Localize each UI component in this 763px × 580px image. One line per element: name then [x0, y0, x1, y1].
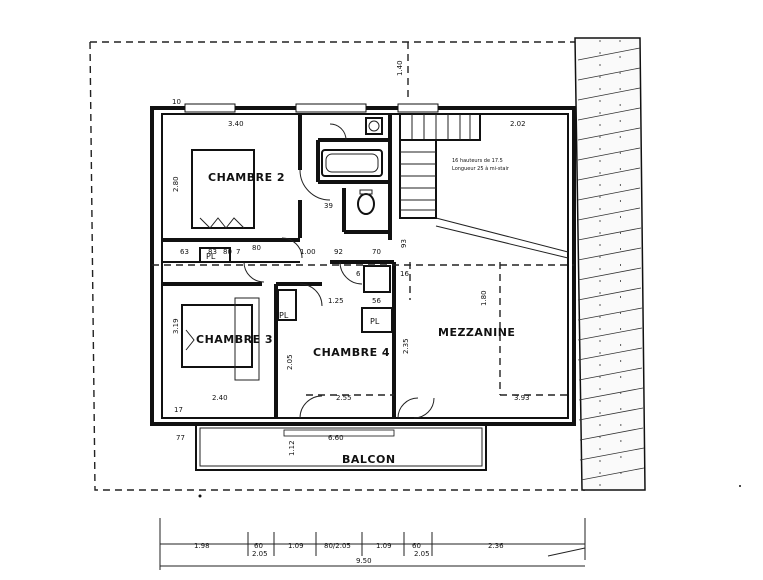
- dimension-label: 63: [180, 248, 189, 256]
- room-chambre-3: CHAMBRE 3: [196, 333, 273, 346]
- dimension-label: 80: [252, 244, 261, 252]
- balcony: [195, 423, 487, 471]
- dimension-label: 1.25: [328, 297, 344, 305]
- dimensions: 3.40 2.02 1.40 2.80 39 1.00 92 70 93 63 …: [172, 60, 530, 456]
- dimension-label: 1.00: [300, 248, 316, 256]
- room-mezzanine: MEZZANINE: [438, 326, 515, 339]
- scale-subsegment: 2.05: [252, 550, 268, 558]
- room-chambre-4: CHAMBRE 4: [313, 346, 390, 359]
- scale-segment: 1.98: [194, 542, 210, 550]
- dimension-label: 7: [236, 248, 240, 256]
- scale-bar: 1.98 60 1.09 80/2.05 1.09 60 2.36 2.05 2…: [159, 518, 586, 570]
- scale-segment: 80/2.05: [324, 542, 351, 550]
- scale-segment: 60: [254, 542, 263, 550]
- room-balcon: BALCON: [342, 453, 396, 466]
- dimension-label: 77: [176, 434, 185, 442]
- dimension-label: 2.55: [336, 394, 352, 402]
- dimension-label: 6.60: [328, 434, 344, 442]
- room-chambre-2: CHAMBRE 2: [208, 171, 285, 184]
- dimension-label: 2.35: [402, 338, 410, 354]
- door-swing-icon: [299, 169, 331, 201]
- scale-total: 9.50: [356, 557, 372, 565]
- toilet-icon: [357, 193, 375, 215]
- dimension-label: 93: [400, 239, 408, 248]
- dimension-label: 10: [172, 98, 181, 106]
- scale-segment: 60: [412, 542, 421, 550]
- stair-note-2: Longueur 25 à mi-stair: [452, 165, 510, 172]
- closet-label: PL: [279, 311, 289, 320]
- doors: [243, 123, 435, 419]
- dimension-label: 2.02: [510, 120, 526, 128]
- dimension-label: 56: [372, 297, 381, 305]
- staircase: 16 hauteurs de 17.5 Longueur 25 à mi-sta…: [399, 113, 510, 219]
- dimension-label: 3.93: [514, 394, 530, 402]
- dimension-label: 2.05: [286, 354, 294, 370]
- dimension-label: 3.40: [228, 120, 244, 128]
- roof-slope-hatch: [574, 37, 646, 491]
- dimension-label: 2.40: [212, 394, 228, 402]
- closet-label: PL: [370, 317, 380, 326]
- roof-outline: [89, 41, 585, 491]
- windows-top: [184, 103, 439, 113]
- scale-segment: 2.36: [488, 542, 504, 550]
- dimension-label: 70: [372, 248, 381, 256]
- bed-chambre2-icon: [191, 149, 255, 229]
- dimension-label: 83: [208, 248, 217, 256]
- dimension-label: 1.80: [480, 290, 488, 306]
- dimension-label: 39: [324, 202, 333, 210]
- dimension-label: 1.40: [396, 60, 404, 76]
- dimension-label: 92: [334, 248, 343, 256]
- dimension-label: 80: [223, 248, 232, 256]
- bed-chambre3-icon: [181, 304, 253, 368]
- bathtub-icon: [321, 149, 383, 177]
- sink-icon: [365, 117, 383, 135]
- dimension-label: 16: [400, 270, 409, 278]
- mark-dot: [198, 494, 202, 498]
- dimension-label: 1.12: [288, 440, 296, 456]
- mark-dot: [739, 485, 741, 487]
- dimension-label: 3.19: [172, 318, 180, 334]
- closet-label: PL: [206, 252, 216, 261]
- scale-subsegment: 2.05: [414, 550, 430, 558]
- scale-segment: 1.09: [288, 542, 304, 550]
- scale-segment: 1.09: [376, 542, 392, 550]
- beds: [181, 149, 260, 381]
- dimension-label: 6: [356, 270, 361, 278]
- interior-walls: [162, 114, 396, 418]
- dimension-label: 17: [174, 406, 183, 414]
- dimension-label: 2.80: [172, 176, 180, 192]
- ceiling-lines: [152, 217, 574, 396]
- bathroom-fixtures: [321, 117, 383, 215]
- stair-note-1: 16 hauteurs de 17.5: [452, 158, 503, 164]
